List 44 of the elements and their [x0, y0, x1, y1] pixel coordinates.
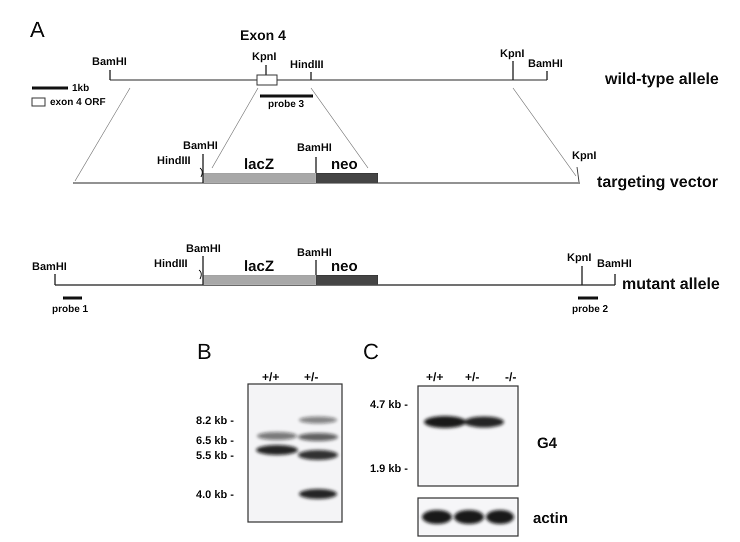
restriction-site-label: BamHI — [297, 142, 332, 154]
restriction-site-label: HindIII — [157, 155, 191, 168]
restriction-site-label: BamHI — [183, 140, 218, 152]
restriction-site-label: KpnI — [567, 252, 592, 264]
probe-label: probe 1 — [52, 304, 88, 315]
restriction-site-label: BamHI — [528, 58, 563, 70]
cassette-label: lacZ — [244, 157, 274, 174]
allele-label: wild-type allele — [605, 71, 719, 89]
probe-name-label: G4 — [537, 436, 558, 452]
size-marker-label: 4.0 kb - — [196, 489, 234, 502]
panel-letter: B — [197, 340, 212, 364]
genotype-label: +/- — [465, 371, 480, 384]
size-marker-label: 5.5 kb - — [196, 450, 234, 462]
restriction-site-label: KpnI — [252, 51, 276, 64]
probe-label: probe 2 — [572, 304, 608, 315]
restriction-site-label: BamHI — [92, 56, 127, 68]
allele-label: targeting vector — [597, 174, 718, 192]
genotype-label: -/- — [505, 371, 516, 384]
size-marker-label: 1.9 kb - — [370, 463, 408, 476]
restriction-site-label: BamHI — [597, 258, 632, 270]
restriction-site-label: KpnI — [500, 48, 524, 60]
cassette-label: lacZ — [244, 259, 274, 276]
allele-label: mutant allele — [622, 276, 720, 294]
cassette-label: neo — [331, 259, 358, 276]
restriction-site-label: HindIII — [290, 59, 324, 72]
size-marker-label: 6.5 kb - — [196, 435, 234, 448]
exon-heading: Exon 4 — [240, 28, 286, 44]
genotype-label: +/+ — [426, 371, 444, 384]
panel-letter: A — [30, 18, 45, 42]
restriction-site-label: BamHI — [297, 247, 332, 260]
size-marker-label: 4.7 kb - — [370, 399, 408, 412]
cassette-label: neo — [331, 157, 358, 174]
genotype-label: +/+ — [262, 371, 280, 384]
panel-letter: C — [363, 340, 379, 364]
probe-label: probe 3 — [268, 99, 304, 110]
restriction-site-label: HindIII — [154, 258, 188, 270]
genotype-label: +/- — [304, 371, 318, 384]
restriction-site-label: BamHI — [32, 261, 67, 274]
size-marker-label: 8.2 kb - — [196, 415, 234, 428]
legend-label: exon 4 ORF — [50, 97, 106, 108]
restriction-site-label: KpnI — [572, 150, 596, 162]
scale-label: 1kb — [72, 83, 90, 94]
probe-name-label: actin — [533, 511, 568, 528]
restriction-site-label: BamHI — [186, 243, 221, 256]
